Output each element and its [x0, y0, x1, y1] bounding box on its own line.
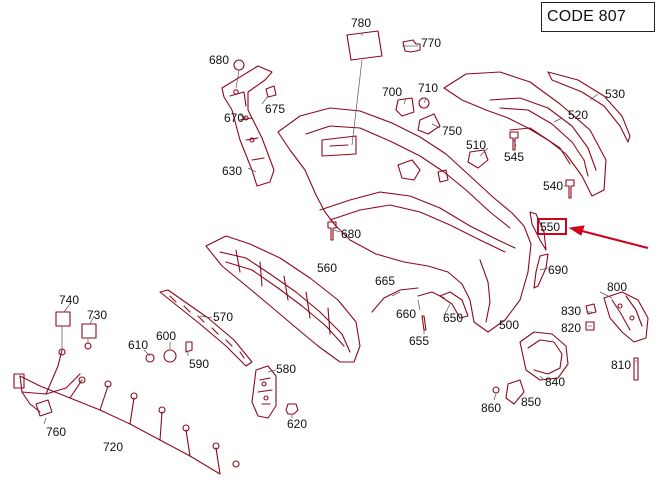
callout-690[interactable]: 690 — [548, 263, 569, 277]
part-730-connector — [81, 323, 97, 339]
part-660-arc — [417, 291, 445, 299]
callout-800[interactable]: 800 — [607, 280, 628, 294]
callout-750[interactable]: 750 — [442, 124, 463, 138]
part-750-holder — [417, 113, 441, 135]
part-680-screw — [327, 221, 337, 241]
callout-660[interactable]: 660 — [396, 307, 417, 321]
callout-665[interactable]: 665 — [375, 274, 396, 288]
callout-540[interactable]: 540 — [543, 179, 564, 193]
callout-500[interactable]: 500 — [499, 318, 520, 332]
part-520-diffuser — [443, 71, 607, 197]
part-720-harness — [19, 375, 221, 475]
part-540-screw — [565, 179, 575, 199]
part-655-pin — [421, 315, 427, 331]
part-530-trim — [547, 71, 631, 143]
callout-620[interactable]: 620 — [287, 417, 308, 431]
callout-680-top[interactable]: 680 — [209, 53, 230, 67]
callout-700[interactable]: 700 — [382, 85, 403, 99]
callout-550[interactable]: 550 — [540, 220, 561, 234]
part-690-strip — [533, 253, 549, 289]
callout-570[interactable]: 570 — [213, 310, 234, 324]
part-510-bracket — [467, 149, 489, 169]
part-560-absorber — [205, 235, 361, 363]
part-620-nut — [285, 403, 299, 415]
part-780-cover — [346, 30, 383, 61]
part-800-bracket — [603, 291, 649, 343]
part-810-pin — [633, 357, 639, 381]
callout-670[interactable]: 670 — [224, 111, 245, 125]
part-600-grommet — [163, 349, 177, 363]
part-550-strip — [529, 211, 547, 251]
callout-580[interactable]: 580 — [276, 362, 297, 376]
callout-840[interactable]: 840 — [545, 375, 566, 389]
callout-675[interactable]: 675 — [265, 102, 286, 116]
part-740-connector — [55, 311, 71, 327]
part-770-clip — [402, 39, 421, 53]
highlighted-callout-box — [537, 218, 567, 235]
callout-530[interactable]: 530 — [605, 87, 626, 101]
part-710-ring — [418, 97, 430, 109]
callout-810[interactable]: 810 — [611, 358, 632, 372]
callout-720[interactable]: 720 — [103, 440, 124, 454]
part-760-connector — [35, 399, 53, 417]
part-610-grommet — [145, 353, 155, 363]
code-label: CODE 807 — [547, 8, 626, 25]
callout-610[interactable]: 610 — [128, 338, 149, 352]
callout-860[interactable]: 860 — [481, 401, 502, 415]
callout-710[interactable]: 710 — [418, 81, 439, 95]
part-675-clip — [265, 85, 277, 98]
part-700-sensor — [395, 97, 415, 117]
part-580-bracket — [251, 365, 277, 419]
part-820-nut — [585, 321, 595, 331]
callout-770[interactable]: 770 — [421, 36, 442, 50]
part-830-clip — [585, 303, 597, 315]
callout-820[interactable]: 820 — [561, 321, 582, 335]
part-650-arc — [439, 291, 469, 319]
callout-630[interactable]: 630 — [222, 164, 243, 178]
callout-850[interactable]: 850 — [521, 395, 542, 409]
leader-lines — [43, 33, 637, 425]
part-670-bracket — [221, 65, 275, 187]
part-545-screw — [509, 131, 519, 151]
callout-600[interactable]: 600 — [156, 329, 177, 343]
callout-740[interactable]: 740 — [59, 293, 80, 307]
callout-650[interactable]: 650 — [443, 311, 464, 325]
part-850-sensor — [505, 379, 525, 405]
callout-590[interactable]: 590 — [189, 357, 210, 371]
callout-655[interactable]: 655 — [409, 334, 430, 348]
callout-pointer-arrow — [568, 225, 649, 249]
callout-510[interactable]: 510 — [466, 138, 487, 152]
callout-545[interactable]: 545 — [504, 150, 525, 164]
part-500-bumper-cover — [277, 107, 532, 333]
part-840-housing — [519, 331, 569, 381]
callout-830[interactable]: 830 — [561, 304, 582, 318]
part-570-strip — [159, 289, 253, 367]
callout-680-bottom[interactable]: 680 — [341, 227, 362, 241]
callout-730[interactable]: 730 — [87, 308, 108, 322]
callout-560[interactable]: 560 — [317, 261, 338, 275]
code-badge: CODE 807 — [541, 2, 655, 32]
callout-520[interactable]: 520 — [568, 108, 589, 122]
callout-760[interactable]: 760 — [46, 425, 67, 439]
part-590-clip — [185, 341, 193, 353]
callout-780[interactable]: 780 — [351, 16, 372, 30]
part-860-screw — [492, 386, 500, 394]
part-665-arc — [371, 287, 419, 313]
part-680-top — [233, 59, 245, 71]
